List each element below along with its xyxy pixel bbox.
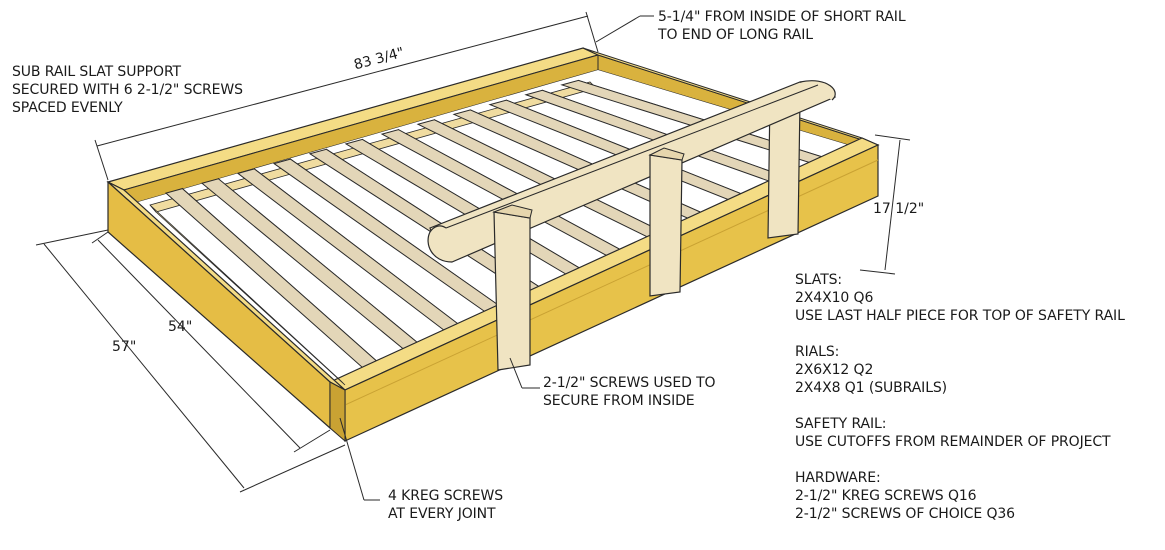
inside-short-rail-note: 5-1/4" FROM INSIDE OF SHORT RAIL TO END …: [658, 8, 906, 44]
slats-group: [164, 79, 844, 380]
hardware-line-1: 2-1/2" KREG SCREWS Q16: [795, 488, 977, 504]
inner-width-dimension: 54": [168, 319, 193, 335]
height-dimension: 17 1/2": [873, 201, 925, 217]
sub-rail-line-2: SECURED WITH 6 2-1/2" SCREWS: [12, 82, 243, 98]
materials-list: SLATS: 2X4X10 Q6 USE LAST HALF PIECE FOR…: [795, 271, 1125, 523]
slats-line-2: USE LAST HALF PIECE FOR TOP OF SAFETY RA…: [795, 308, 1125, 324]
rails-line-1: 2X6X12 Q2: [795, 362, 874, 378]
safety-rail: [427, 80, 837, 371]
inside-short-rail-line-2: TO END OF LONG RAIL: [658, 27, 813, 43]
sub-rail-line-3: SPACED EVENLY: [12, 100, 123, 116]
safety-post-1-top: [492, 204, 533, 219]
rails-title: RIALS:: [795, 344, 840, 360]
kreg-note: 4 KREG SCREWS AT EVERY JOINT: [388, 487, 503, 523]
screws-inside-line-2: SECURE FROM INSIDE: [543, 393, 695, 409]
hardware-title: HARDWARE:: [795, 470, 881, 486]
safety-post-1: [493, 211, 531, 371]
hardware-line-2: 2-1/2" SCREWS OF CHOICE Q36: [795, 506, 1015, 522]
safety-line-1: USE CUTOFFS FROM REMAINDER OF PROJECT: [795, 434, 1111, 450]
screws-inside-note: 2-1/2" SCREWS USED TO SECURE FROM INSIDE: [543, 374, 716, 410]
kreg-line-2: AT EVERY JOINT: [388, 506, 496, 522]
rails-line-2: 2X4X8 Q1 (SUBRAILS): [795, 380, 948, 396]
safety-title: SAFETY RAIL:: [795, 416, 887, 432]
slats-title: SLATS:: [795, 272, 843, 288]
screws-inside-line-1: 2-1/2" SCREWS USED TO: [543, 375, 716, 391]
slats-line-1: 2X4X10 Q6: [795, 290, 874, 306]
inside-short-rail-line-1: 5-1/4" FROM INSIDE OF SHORT RAIL: [658, 9, 906, 25]
sub-rail-note: SUB RAIL SLAT SUPPORT SECURED WITH 6 2-1…: [12, 63, 243, 117]
sub-rail-line-1: SUB RAIL SLAT SUPPORT: [12, 64, 182, 80]
left-rail-end: [329, 381, 346, 443]
outer-width-dimension: 57": [112, 339, 137, 355]
left-subrail: [149, 204, 346, 386]
safety-post-2-top: [648, 147, 685, 161]
safety-post-2: [649, 154, 683, 297]
kreg-line-1: 4 KREG SCREWS: [388, 488, 504, 504]
